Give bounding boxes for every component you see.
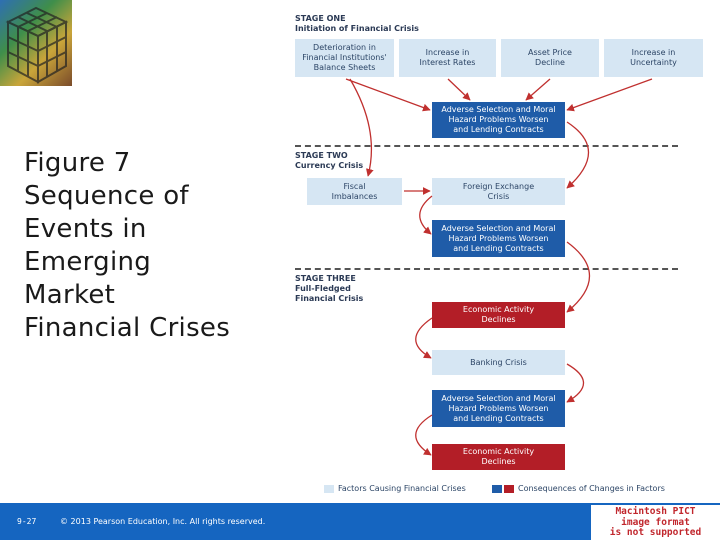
stage-three-subtitle: Full-Fledged bbox=[295, 284, 351, 293]
legend-factors: Factors Causing Financial Crises bbox=[338, 484, 466, 493]
title-line: Financial Crises bbox=[24, 313, 231, 343]
stage-one-subtitle: Initiation of Financial Crisis bbox=[295, 24, 419, 33]
slide-title: Figure 7 Sequence of Events in Emerging … bbox=[24, 147, 284, 345]
arrow bbox=[566, 241, 591, 313]
unsupported-image-placeholder: Macintosh PICT image format is not suppo… bbox=[591, 505, 720, 540]
legend-swatch-red bbox=[504, 485, 514, 493]
arrow bbox=[525, 78, 551, 101]
arrow bbox=[345, 78, 431, 112]
title-line: Emerging bbox=[24, 247, 152, 277]
arrow bbox=[415, 414, 433, 456]
title-line: Market bbox=[24, 280, 116, 310]
arrow bbox=[415, 317, 433, 359]
stage-three-label: STAGE THREE Full-Fledged Financial Crisi… bbox=[295, 274, 363, 304]
page-number: 9-27 bbox=[17, 517, 37, 526]
placeholder-line: Macintosh PICT bbox=[615, 506, 696, 517]
title-line: Figure 7 bbox=[24, 148, 131, 178]
stage-two-title: STAGE TWO bbox=[295, 151, 348, 160]
arrow bbox=[566, 363, 585, 403]
stage-two-label: STAGE TWO Currency Crisis bbox=[295, 151, 363, 171]
stage-divider bbox=[295, 268, 678, 270]
arrow bbox=[566, 78, 653, 112]
placeholder-line: is not supported bbox=[609, 527, 702, 538]
title-line: Sequence of bbox=[24, 181, 189, 211]
title-line: Events in bbox=[24, 214, 147, 244]
arrow bbox=[447, 78, 471, 101]
legend-swatch-blue bbox=[492, 485, 502, 493]
box-banking-crisis: Banking Crisis bbox=[432, 350, 565, 375]
arrow bbox=[419, 195, 433, 235]
stage-three-subtitle: Financial Crisis bbox=[295, 294, 364, 303]
stage-one-label: STAGE ONE Initiation of Financial Crisis bbox=[295, 14, 419, 34]
arrow bbox=[566, 121, 590, 189]
copyright-notice: © 2013 Pearson Education, Inc. All right… bbox=[60, 517, 266, 526]
stage-one-title: STAGE ONE bbox=[295, 14, 346, 23]
legend-consequences: Consequences of Changes in Factors bbox=[518, 484, 665, 493]
rubiks-cube-logo bbox=[0, 0, 72, 86]
stage-three-title: STAGE THREE bbox=[295, 274, 356, 283]
stage-two-subtitle: Currency Crisis bbox=[295, 161, 364, 170]
placeholder-line: image format bbox=[621, 516, 690, 528]
stage-divider bbox=[295, 145, 678, 147]
legend-swatch-factors bbox=[324, 485, 334, 493]
